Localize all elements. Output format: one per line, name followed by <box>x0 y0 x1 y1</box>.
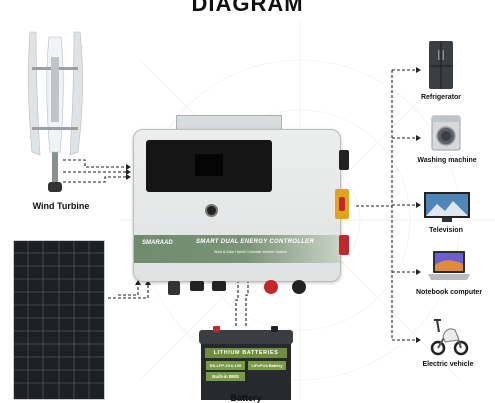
solar-panel-icon <box>13 240 105 400</box>
controller-label-band <box>134 235 340 263</box>
battery-negative-terminal <box>292 280 306 294</box>
load-label-notebook-computer: Notebook computer <box>415 289 483 296</box>
controller-brand: SMARAAD <box>142 240 173 246</box>
controller-knob <box>205 204 218 217</box>
energy-controller: SMARAAD SMART DUAL ENERGY CONTROLLER Win… <box>133 129 341 282</box>
solar-input-connector <box>190 281 204 291</box>
battery-band: LITHIUM BATTERIES <box>205 348 287 358</box>
wind-turbine-label: Wind Turbine <box>32 201 90 211</box>
load-label-refrigerator: Refrigerator <box>420 94 462 101</box>
load-label-washing-machine: Washing machine <box>417 157 477 164</box>
controller-name: SMART DUAL ENERGY CONTROLLER <box>196 239 315 245</box>
lithium-battery: LITHIUM BATTERIES ES-LFP-25.6-100 LiFePO… <box>199 326 293 400</box>
refrigerator-icon <box>429 41 453 89</box>
battery-model: ES-LFP-25.6-100 <box>206 361 245 370</box>
load-label-television: Television <box>429 227 463 234</box>
breaker-lever <box>339 197 345 211</box>
battery-bms: Built-in BMS <box>206 372 245 381</box>
diagram-title: DIAGRAM <box>191 0 304 16</box>
output-port <box>339 235 349 255</box>
solar-input-connector <box>212 281 226 291</box>
load-label-electric-vehicle: Electric vehicle <box>422 361 474 368</box>
battery-chemistry: LiFePO4 Battery <box>248 361 286 370</box>
electric-vehicle-icon <box>430 319 469 356</box>
controller-display <box>146 140 272 192</box>
controller-subtitle: Wind & Solar Hybrid Controller Inverter … <box>214 250 288 254</box>
washing-machine-icon <box>431 115 461 151</box>
solar-input-connector <box>168 281 180 295</box>
wind-turbine-icon <box>28 31 83 192</box>
battery-positive-terminal <box>264 280 278 294</box>
television-icon <box>424 192 470 222</box>
notebook-computer-icon <box>428 251 470 280</box>
battery-label: Battery <box>230 393 262 403</box>
output-port <box>339 150 349 170</box>
